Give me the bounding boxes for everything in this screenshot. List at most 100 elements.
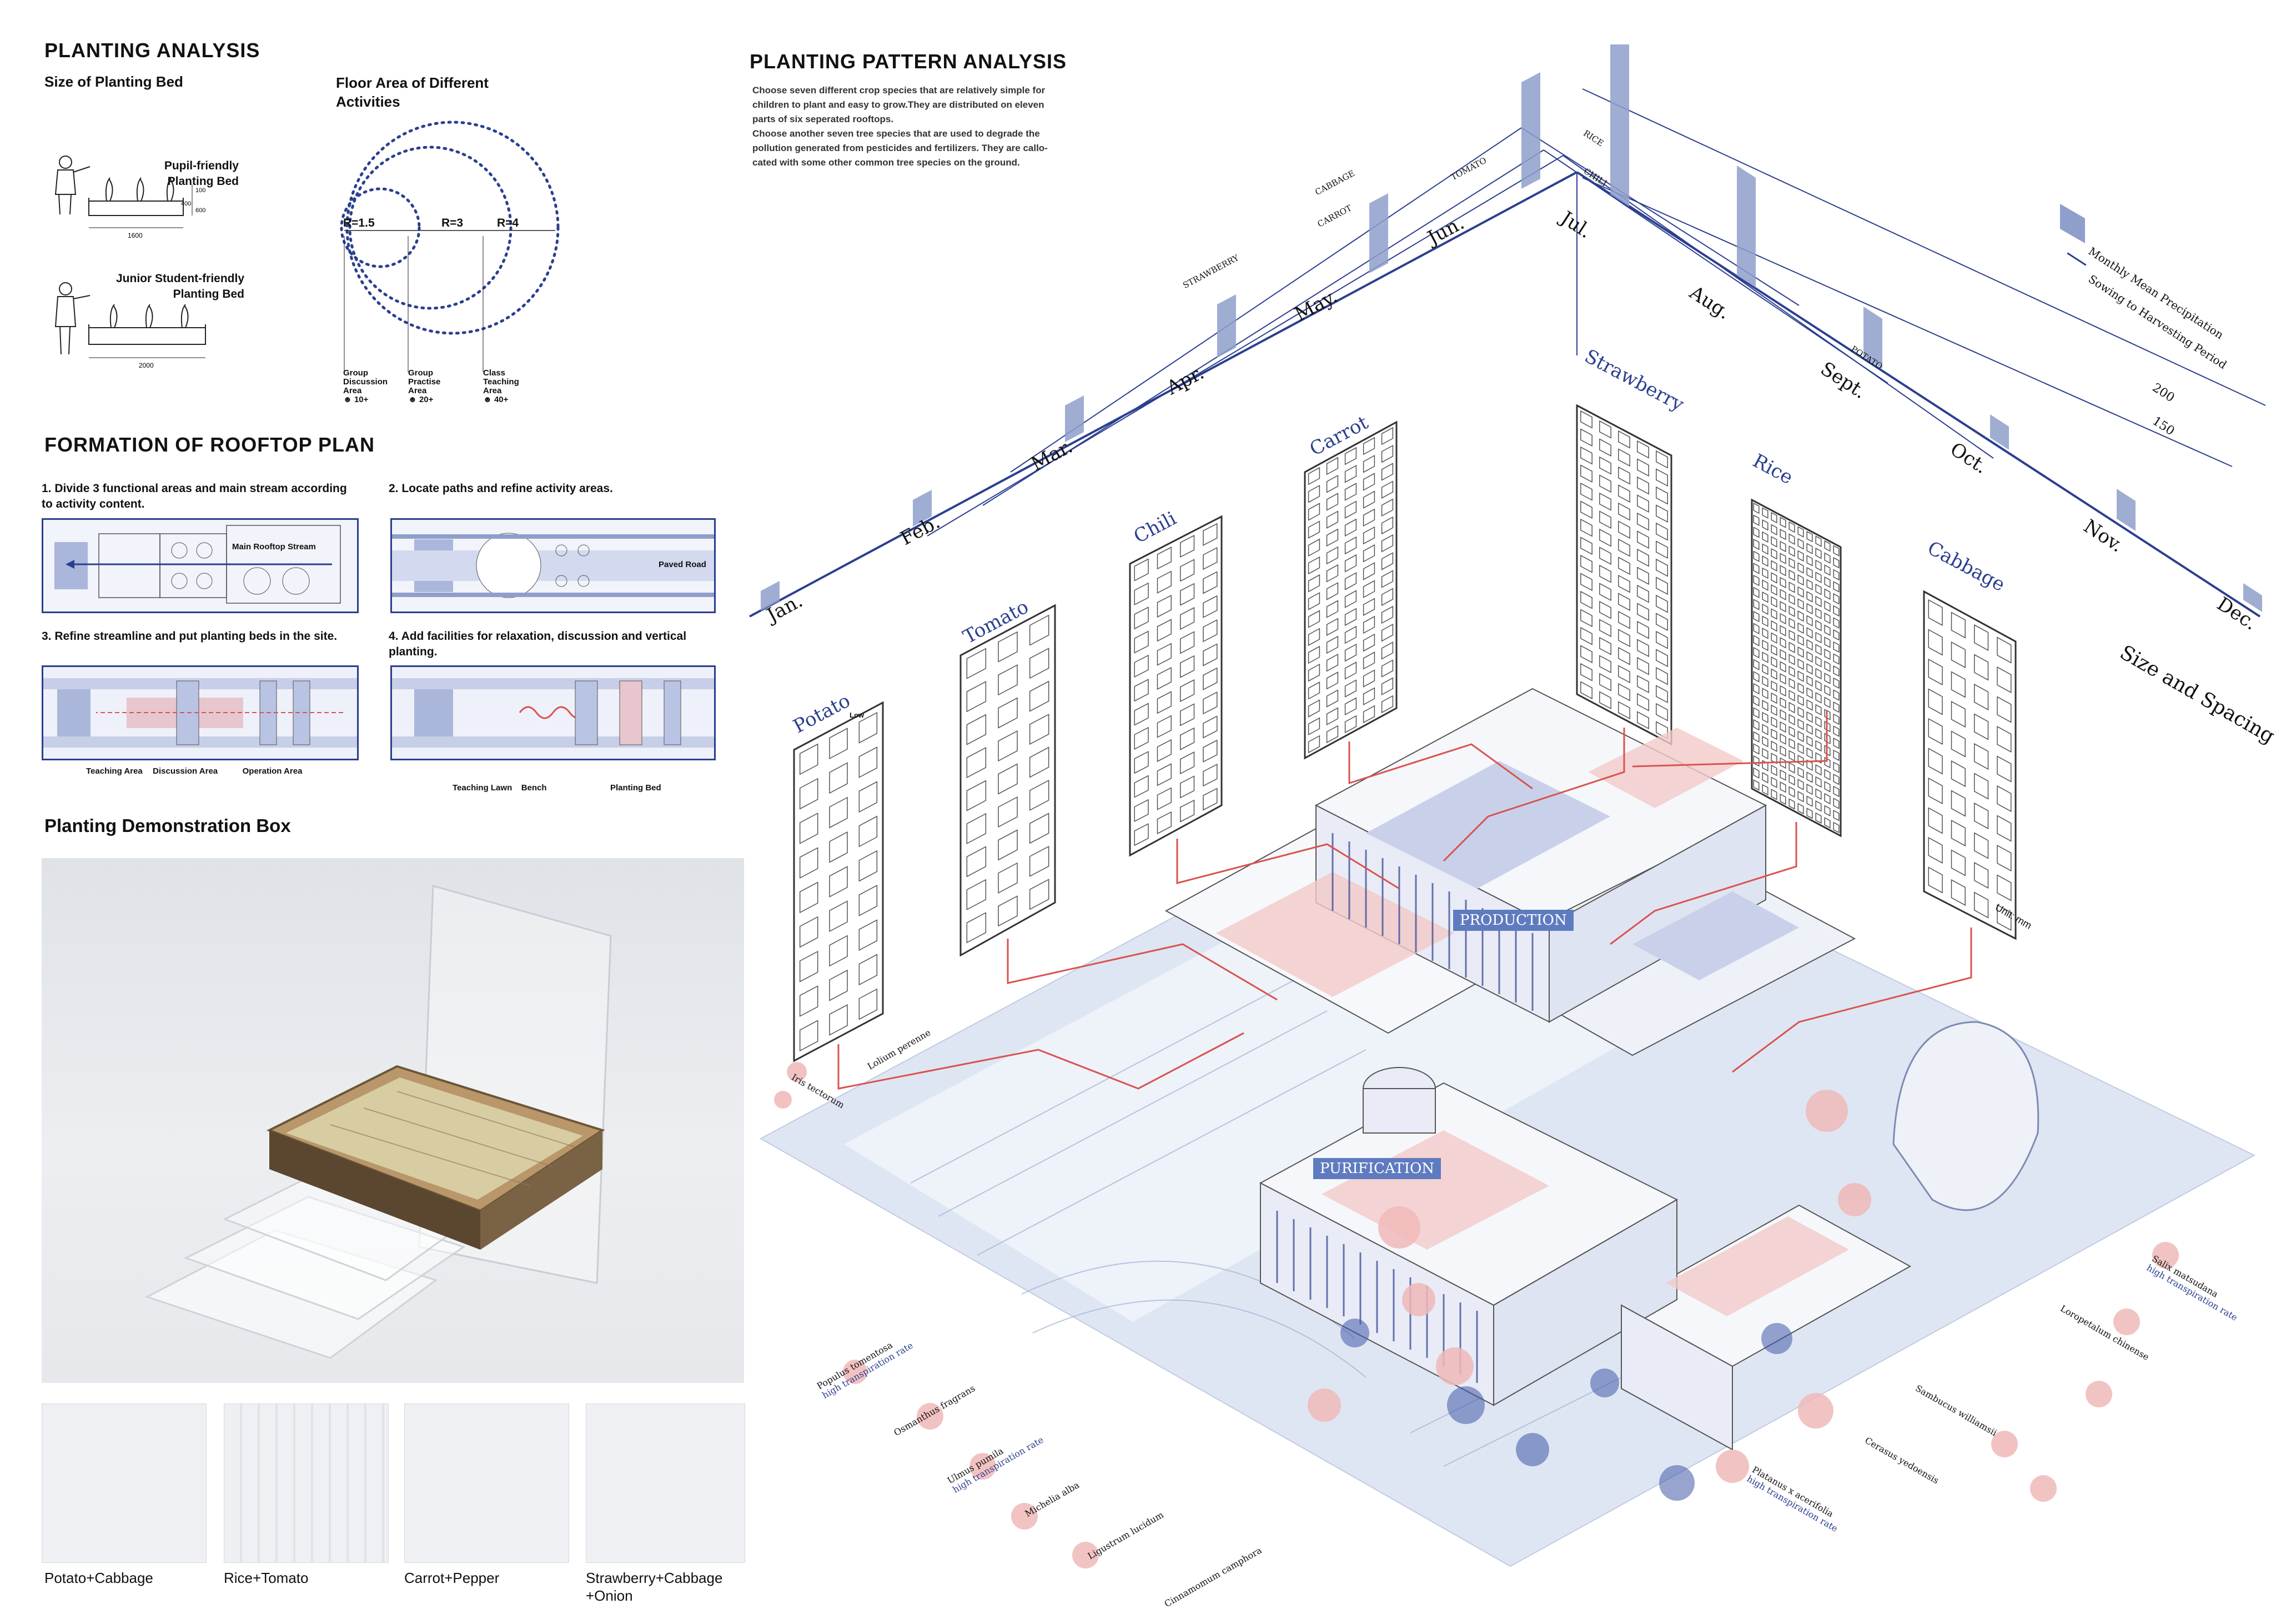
planting-cell bbox=[998, 664, 1018, 696]
planting-cell bbox=[1637, 567, 1649, 585]
crop-panel-potato bbox=[793, 701, 884, 1062]
planting-cell bbox=[1833, 581, 1840, 593]
planting-cell bbox=[1824, 793, 1831, 805]
planting-cell bbox=[1363, 598, 1375, 616]
pupil-figure-icon bbox=[54, 156, 91, 215]
planting-cell bbox=[1580, 537, 1592, 555]
planting-cell bbox=[1326, 635, 1339, 654]
planting-cell bbox=[829, 831, 848, 863]
planting-cell bbox=[1618, 430, 1630, 449]
planting-cell bbox=[1762, 579, 1769, 591]
planting-cell bbox=[1780, 793, 1786, 805]
planting-cell bbox=[1580, 626, 1592, 645]
planting-cell bbox=[1824, 756, 1831, 769]
planting-cell bbox=[1788, 750, 1795, 762]
planting-cell bbox=[1806, 783, 1813, 795]
planting-cell bbox=[1599, 420, 1611, 439]
planting-cell bbox=[1762, 748, 1769, 760]
planting-cell bbox=[1997, 844, 2012, 872]
planting-cell bbox=[1344, 572, 1357, 590]
planting-cell bbox=[1771, 536, 1777, 548]
planting-cell bbox=[1326, 493, 1339, 511]
planting-cell bbox=[1771, 789, 1777, 800]
planting-cell bbox=[1363, 508, 1375, 527]
planting-cell bbox=[1833, 593, 1840, 605]
planting-cell bbox=[1833, 545, 1840, 557]
planting-cell bbox=[1656, 504, 1668, 523]
planting-cell bbox=[1806, 675, 1813, 687]
precip-bar-sept bbox=[1863, 307, 1882, 369]
planting-cell bbox=[1928, 836, 1943, 864]
planting-cell bbox=[1815, 608, 1822, 619]
planting-cell bbox=[1997, 785, 2012, 813]
planting-cell bbox=[1753, 574, 1760, 587]
planting-cell bbox=[1762, 543, 1769, 555]
planting-cell bbox=[1637, 548, 1649, 567]
planting-cell bbox=[1157, 547, 1172, 570]
planting-cell bbox=[998, 697, 1018, 729]
planting-cell bbox=[1308, 592, 1320, 610]
planting-cell bbox=[1344, 590, 1357, 608]
planting-cell bbox=[1618, 466, 1630, 485]
rooftop-step2-diagram: Paved Road bbox=[390, 518, 716, 613]
planting-cell bbox=[1833, 557, 1840, 569]
planting-cell bbox=[1928, 866, 1943, 894]
planting-cell bbox=[1780, 733, 1786, 745]
planting-cell bbox=[1833, 773, 1840, 785]
legend-period-line-icon bbox=[2067, 252, 2087, 266]
planting-cell bbox=[1824, 660, 1831, 673]
planting-cell bbox=[1381, 623, 1394, 642]
planting-cell bbox=[1029, 845, 1049, 877]
person-icon: ☻ bbox=[408, 395, 417, 404]
planting-cell bbox=[1753, 635, 1760, 646]
bed-size-heading: Size of Planting Bed bbox=[44, 73, 183, 90]
precip-bar-apr bbox=[1217, 294, 1236, 358]
planting-cell bbox=[1580, 464, 1592, 483]
planting-cell bbox=[1180, 775, 1195, 799]
planting-cell bbox=[1753, 623, 1760, 635]
discussion-area-label: Discussion Area bbox=[153, 766, 218, 776]
planting-cell bbox=[1928, 629, 1943, 656]
planting-cell bbox=[1762, 735, 1769, 748]
planting-cell bbox=[1780, 528, 1786, 540]
planting-cell bbox=[1180, 607, 1195, 630]
planting-cell bbox=[1618, 610, 1630, 629]
demo-box-title: Planting Demonstration Box bbox=[44, 815, 291, 836]
planting-cell bbox=[1344, 661, 1357, 680]
planting-cell bbox=[1180, 727, 1195, 750]
planting-cell bbox=[1788, 714, 1795, 726]
planting-cell bbox=[1974, 802, 1989, 830]
planting-cell bbox=[1618, 484, 1630, 503]
planting-cell bbox=[1326, 582, 1339, 600]
area-group-discussion: Group Discussion Area ☻ 10+ bbox=[343, 368, 388, 404]
planting-cell bbox=[1833, 665, 1840, 677]
rooftop-step3-diagram bbox=[42, 665, 359, 760]
planting-cell bbox=[1580, 482, 1592, 501]
planting-cell bbox=[1815, 716, 1822, 728]
planting-cell bbox=[1771, 524, 1777, 536]
planting-cell bbox=[1806, 808, 1813, 819]
planting-cell bbox=[1618, 448, 1630, 467]
planting-cell bbox=[799, 743, 818, 775]
planting-cell bbox=[1308, 484, 1320, 503]
planting-cell bbox=[1637, 440, 1649, 459]
crop-leader-lines bbox=[837, 711, 1972, 1090]
planting-cell bbox=[1780, 540, 1786, 553]
bench-label: Bench bbox=[521, 783, 547, 793]
planting-cell bbox=[1806, 687, 1813, 699]
planting-cell bbox=[1363, 437, 1375, 455]
planting-cell bbox=[1753, 743, 1760, 755]
planting-cell bbox=[1951, 879, 1966, 906]
planting-cell bbox=[1771, 716, 1777, 728]
planting-cell bbox=[1824, 817, 1831, 829]
planting-cell bbox=[1815, 680, 1822, 691]
planting-cell bbox=[1833, 677, 1840, 689]
planting-cell bbox=[1780, 721, 1786, 733]
planting-cell bbox=[1815, 788, 1822, 800]
precip-bar-jan bbox=[761, 581, 780, 611]
planting-cell bbox=[1951, 849, 1966, 876]
planting-cell bbox=[1363, 633, 1375, 652]
planting-cell bbox=[1203, 667, 1218, 690]
planting-cell bbox=[1344, 679, 1357, 698]
planting-cell bbox=[1381, 552, 1394, 570]
